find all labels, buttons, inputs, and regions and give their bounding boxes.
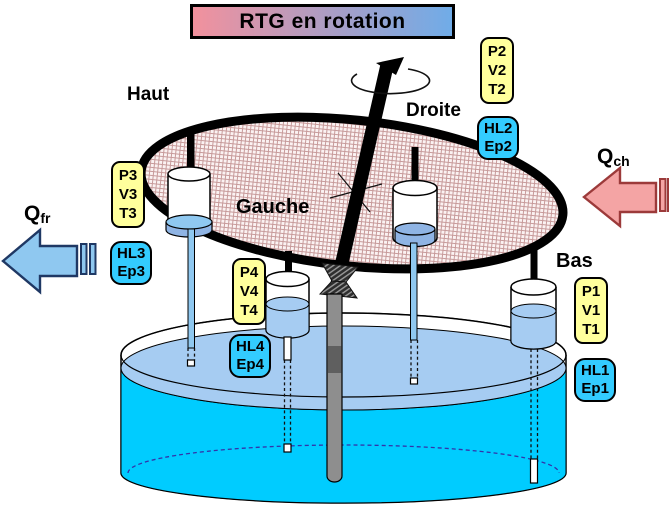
tank-bottom-hidden-edge <box>127 444 560 474</box>
level-line: Ep4 <box>236 356 264 373</box>
rod-tips <box>186 359 539 484</box>
level-line: HL2 <box>484 120 513 137</box>
level-box-3: HL3 Ep3 <box>110 241 153 285</box>
cylinder-bas <box>510 247 557 350</box>
level-line: HL3 <box>117 245 146 262</box>
vertical-shaft <box>326 293 343 483</box>
plate-haut <box>165 214 213 230</box>
sensor-line: V1 <box>581 302 601 319</box>
sensor-line: T3 <box>119 205 137 222</box>
piston-rod-haut <box>187 132 195 177</box>
vertical-shaft-dark-band <box>328 346 342 373</box>
sensor-box-2: P2 V2 T2 <box>480 37 514 104</box>
sensor-line: T2 <box>488 81 506 98</box>
sensor-line: V4 <box>239 283 259 300</box>
hot-flow-symbol: Q <box>597 145 614 168</box>
rotation-arrowhead-icon <box>376 57 404 75</box>
sensor-line: P1 <box>581 283 601 300</box>
rotation-arrow-icon <box>350 68 431 95</box>
label-droite: Droite <box>406 100 461 121</box>
cold-flow-arrow <box>1 227 97 295</box>
hot-flow-arrow <box>582 165 669 229</box>
tilted-shaft <box>329 64 394 290</box>
label-bas: Bas <box>556 250 593 272</box>
level-line: Ep3 <box>117 263 145 280</box>
hot-arrow-icon <box>582 165 658 229</box>
sensor-box-3: P3 V3 T3 <box>111 161 145 228</box>
hot-flow-label: Qch <box>597 145 630 169</box>
label-haut: Haut <box>127 84 170 105</box>
cylinder-droite <box>392 147 438 341</box>
cold-flow-subscript: fr <box>40 210 51 226</box>
level-line: Ep1 <box>581 380 609 397</box>
sensor-box-1: P1 V1 T1 <box>574 277 608 344</box>
level-box-1: HL1 Ep1 <box>574 358 617 402</box>
sensor-line: V2 <box>487 62 507 79</box>
cylinder-gauche-low <box>265 251 310 361</box>
piston-rod-bas <box>530 247 538 285</box>
sensor-line: T4 <box>240 302 258 319</box>
cold-flow-symbol: Q <box>24 202 41 225</box>
sensor-line: P4 <box>239 264 259 281</box>
sensor-line: V3 <box>118 186 138 203</box>
displacer-rod-haut <box>187 228 195 349</box>
sensor-line: T1 <box>582 321 600 338</box>
rotation-shaft-assembly <box>318 57 431 483</box>
label-gauche: Gauche <box>236 196 310 218</box>
piston-rod-gauche-low <box>285 251 292 277</box>
level-line: Ep2 <box>484 138 512 155</box>
title-banner: RTG en rotation <box>190 4 455 39</box>
hot-flow-subscript: ch <box>613 153 630 169</box>
level-box-4: HL4 Ep4 <box>229 334 272 378</box>
piston-rod-droite <box>411 147 419 191</box>
cold-arrow-icon <box>1 227 79 295</box>
tank-rim-edge <box>120 312 567 398</box>
level-line: HL4 <box>236 338 265 355</box>
cylinder-liquid-bas <box>510 311 557 350</box>
water-tank <box>120 312 567 504</box>
displacer-rod-droite <box>410 242 418 341</box>
submerged-rods <box>187 340 539 459</box>
sensor-box-4: P4 V4 T4 <box>232 258 266 325</box>
cylinder-haut <box>165 132 213 349</box>
sensor-line: P2 <box>487 43 507 60</box>
cold-flow-label: Qfr <box>24 202 50 226</box>
level-line: HL1 <box>581 362 610 379</box>
sensor-line: P3 <box>118 167 138 184</box>
piston-droite <box>394 222 436 236</box>
level-box-2: HL2 Ep2 <box>477 116 520 160</box>
